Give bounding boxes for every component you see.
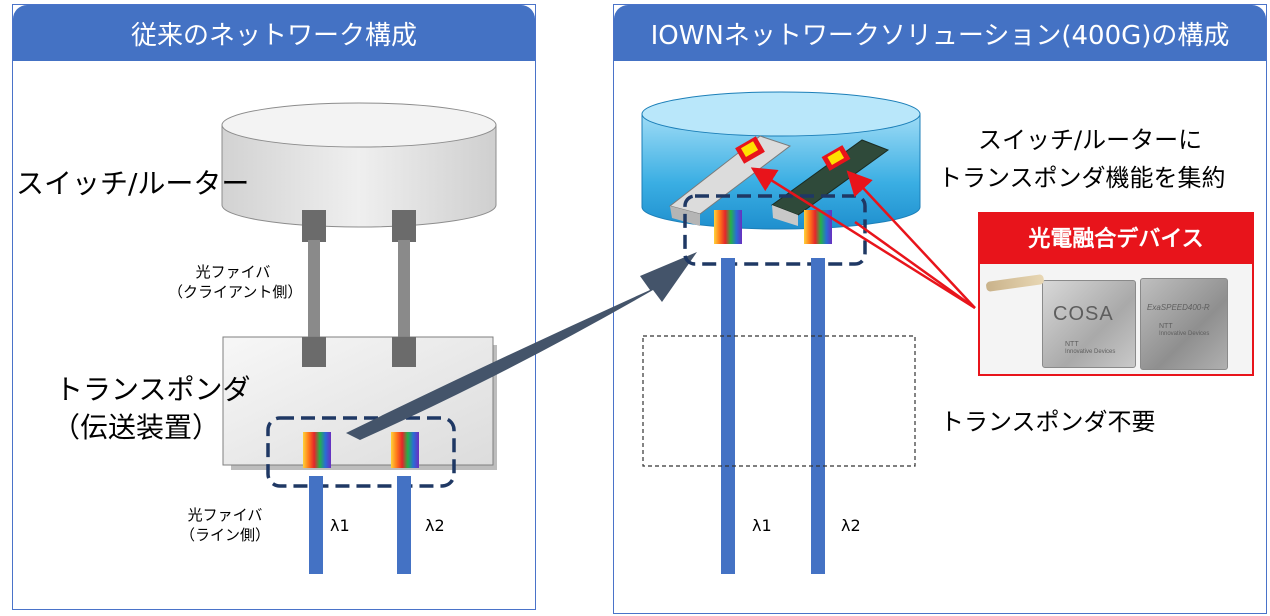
client-fiber-label-line2: （クライアント側） xyxy=(168,283,303,301)
device-callout-arrows xyxy=(750,167,976,310)
exaspeed-chip: ExaSPEED400-R NTT Innovative Devices xyxy=(1140,278,1228,370)
caption-line1: スイッチ/ルーターに xyxy=(978,126,1203,154)
exaspeed-chip-text: ExaSPEED400-R xyxy=(1147,303,1210,312)
conventional-network-title: 従来のネットワーク構成 xyxy=(13,5,535,61)
line-fibers-left xyxy=(309,476,411,574)
lambda-1-left: λ1 xyxy=(330,516,350,535)
integrated-port-1 xyxy=(714,210,742,244)
transponder-box xyxy=(222,336,497,488)
cosa-chip-text: COSA xyxy=(1053,303,1114,325)
photonic-electronic-device-box: COSA NTT Innovative Devices ExaSPEED400-… xyxy=(978,262,1254,376)
migration-arrow xyxy=(346,252,697,440)
line-fiber-label-line1: 光ファイバ xyxy=(187,506,263,524)
lambda-1-right: λ1 xyxy=(752,516,772,535)
cosa-chip-sub: Innovative Devices xyxy=(1065,349,1116,355)
line-fibers-right xyxy=(721,258,825,574)
exaspeed-chip-brand: NTT xyxy=(1159,323,1173,330)
line-fiber-label: 光ファイバ （ライン側） xyxy=(170,505,280,545)
cosa-chip-brand: NTT xyxy=(1065,341,1079,348)
line-fiber-label-line2: （ライン側） xyxy=(179,526,270,544)
router-cylinder-left xyxy=(221,102,497,228)
no-transponder-outline xyxy=(642,335,916,467)
client-fiber-label: 光ファイバ （クライアント側） xyxy=(168,262,303,302)
conventional-network-panel: 従来のネットワーク構成 xyxy=(12,4,536,610)
fiber-pigtail xyxy=(985,274,1045,292)
client-fibers xyxy=(302,210,416,340)
switch-router-label: スイッチ/ルーター xyxy=(16,167,250,200)
client-fiber-label-line1: 光ファイバ xyxy=(195,263,271,281)
lambda-2-right: λ2 xyxy=(841,516,861,535)
no-transponder-label: トランスポンダ不要 xyxy=(940,408,1156,436)
exaspeed-chip-sub: Innovative Devices xyxy=(1159,331,1210,337)
caption-line2: トランスポンダ機能を集約 xyxy=(938,164,1226,192)
cosa-chip: COSA NTT Innovative Devices xyxy=(1042,280,1136,368)
lambda-2-left: λ2 xyxy=(425,516,445,535)
transponder-label: トランスポンダ xyxy=(55,373,251,406)
iown-network-title: IOWNネットワークソリューション(400G)の構成 xyxy=(614,5,1266,61)
photonic-electronic-device-title: 光電融合デバイス xyxy=(978,212,1254,262)
transmission-equipment-label: （伝送装置） xyxy=(52,411,221,444)
